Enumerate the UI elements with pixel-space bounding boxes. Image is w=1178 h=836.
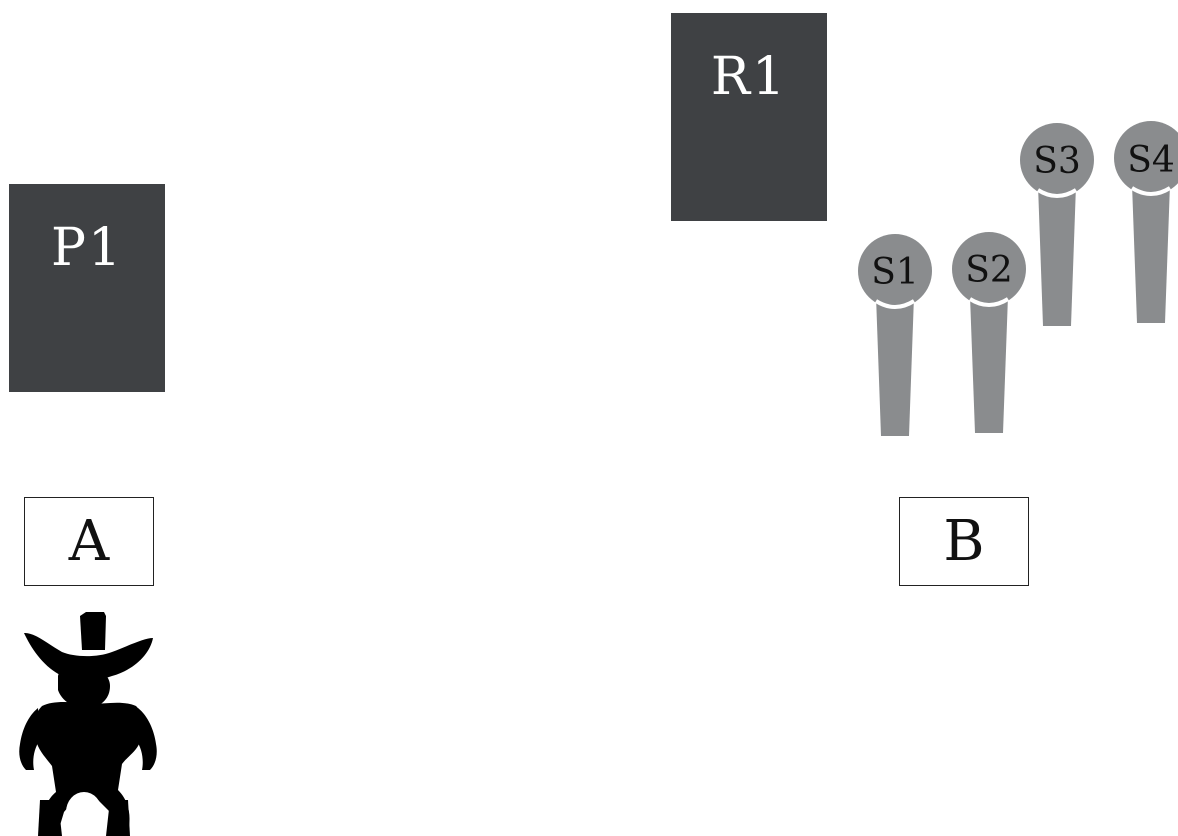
block-r1: R1 <box>671 13 827 221</box>
microphone-s3-icon: S3 <box>1020 123 1094 326</box>
marker-a: A <box>24 497 154 586</box>
microphone-s1-label: S1 <box>871 252 919 293</box>
microphone-s2-label: S2 <box>965 250 1013 291</box>
microphone-s4-icon: S4 <box>1114 121 1178 323</box>
block-p1-label: P1 <box>50 218 124 278</box>
microphone-s1-icon: S1 <box>858 234 932 436</box>
marker-b-label: B <box>943 509 985 574</box>
microphone-s2-icon: S2 <box>952 232 1026 433</box>
block-p1: P1 <box>9 184 165 392</box>
microphone-s3-label: S3 <box>1033 141 1081 182</box>
marker-b: B <box>899 497 1029 586</box>
microphone-s4-label: S4 <box>1127 140 1175 181</box>
block-r1-label: R1 <box>710 47 788 107</box>
marker-a-label: A <box>68 509 110 574</box>
